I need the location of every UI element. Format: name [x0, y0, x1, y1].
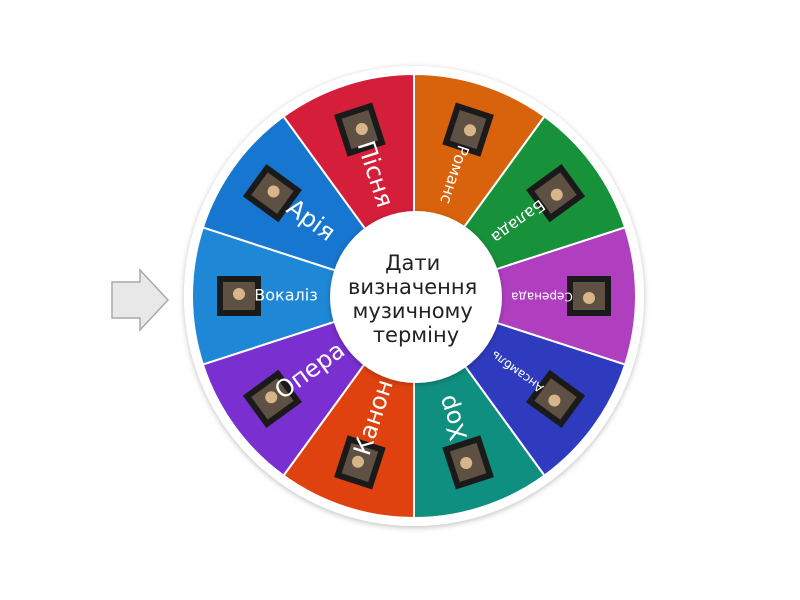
- hub-text-line-2: визначення: [348, 275, 477, 299]
- band-photo: [526, 369, 586, 429]
- arrow-right-icon: [111, 268, 170, 332]
- wheel-segment[interactable]: [410, 226, 637, 366]
- concert-photo: [242, 163, 302, 223]
- hub-text-line-4: терміну: [373, 323, 459, 347]
- hub-text: Дати визначення музичному терміну: [348, 251, 484, 347]
- stage-photo: [334, 102, 386, 157]
- fantasy-photo: [526, 163, 586, 223]
- hub-text-line-1: Дати: [385, 251, 440, 275]
- wheel-hub[interactable]: [330, 211, 502, 383]
- segment-label: Серенада: [511, 290, 573, 304]
- theatre-photo: [242, 369, 302, 429]
- sheet-music-photo: [334, 435, 386, 490]
- wheel-segment[interactable]: [191, 226, 418, 366]
- hub-text-line-3: музичному: [352, 299, 472, 323]
- segment-label: Вокаліз: [254, 286, 317, 305]
- painting-photo: [442, 102, 494, 157]
- guitar-photo: [567, 276, 611, 316]
- choir-photo: [442, 435, 494, 490]
- singer-photo: [217, 276, 261, 316]
